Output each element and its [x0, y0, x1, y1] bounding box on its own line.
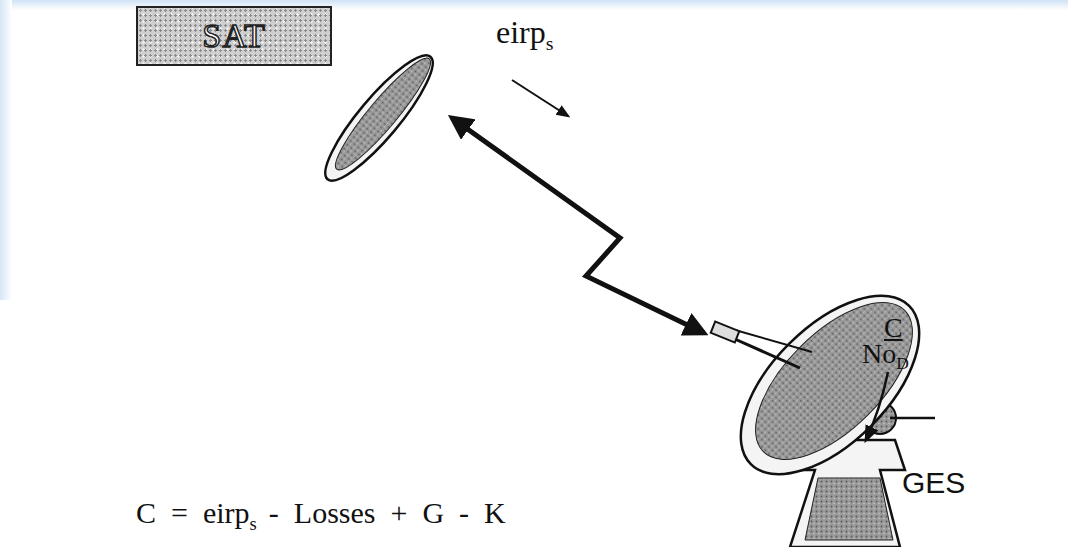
node-label: SAT [202, 17, 265, 55]
subscript: s [546, 32, 554, 54]
radio-link [452, 118, 704, 333]
cno-arrow [866, 372, 888, 440]
label-text: - Losses + G - K [269, 496, 506, 529]
label-text: C = eirp [136, 496, 250, 529]
subscript: s [250, 513, 257, 534]
left-band [0, 0, 12, 300]
label-text: eirp [496, 14, 546, 50]
subscript: D [896, 354, 909, 373]
eirp-arrow [512, 80, 568, 116]
label-text: No [862, 338, 896, 369]
ground-station-dish [710, 265, 950, 547]
satellite-box: SAT [136, 6, 332, 66]
station-label: GES [902, 466, 965, 500]
eirp-label: eirps [496, 14, 553, 55]
noise-label: NoD [862, 338, 909, 374]
link-equation: C = eirps - Losses + G - K [136, 496, 506, 535]
satellite-dish [312, 44, 445, 192]
label-text: GES [902, 466, 965, 499]
